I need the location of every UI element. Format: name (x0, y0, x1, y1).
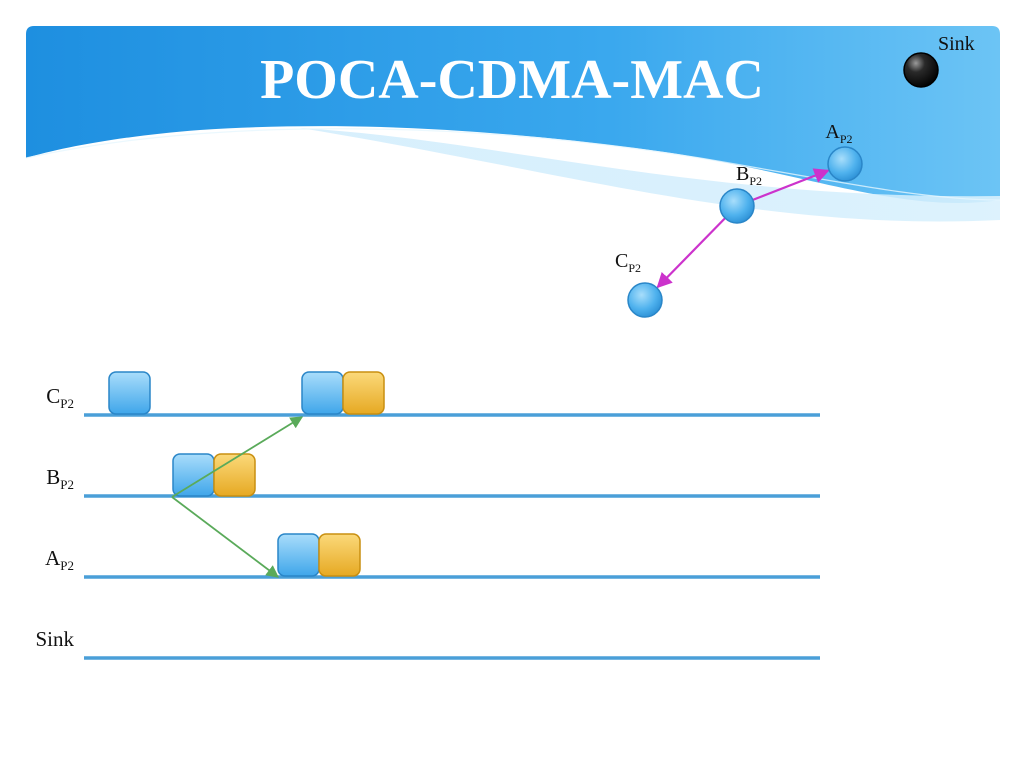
node-sink: Sink (903, 33, 975, 88)
node-circle-b (719, 188, 755, 224)
packet-b-2 (213, 453, 256, 497)
node-circle-sink (903, 52, 939, 88)
timeline-row-label: Sink (35, 627, 74, 651)
timeline-row-label: CP2 (46, 384, 74, 411)
link-arrow-b-a (752, 168, 830, 201)
transmission-arrow-b-to-a (171, 496, 280, 578)
slide-title: POCA-CDMA-MAC (260, 49, 764, 111)
transmission-arrow-b-to-c (171, 416, 304, 498)
node-label-b: BP2 (736, 163, 762, 188)
packet-c-1 (108, 371, 151, 415)
link-arrow-b-c (656, 217, 726, 289)
node-b: BP2 (719, 163, 762, 224)
node-label-c: CP2 (615, 250, 641, 275)
packet-a-1 (277, 533, 320, 577)
timeline-row-label: BP2 (46, 465, 74, 492)
node-circle-a (827, 146, 863, 182)
header-banner (25, 26, 1001, 222)
node-c: CP2 (615, 250, 663, 318)
node-label-a: AP2 (825, 121, 852, 146)
node-label-sink: Sink (938, 33, 975, 55)
packet-c-2 (301, 371, 344, 415)
node-a: AP2 (825, 121, 863, 182)
timeline-row-label: AP2 (45, 546, 74, 573)
packet-c-3 (342, 371, 385, 415)
packet-a-2 (318, 533, 361, 577)
node-circle-c (627, 282, 663, 318)
